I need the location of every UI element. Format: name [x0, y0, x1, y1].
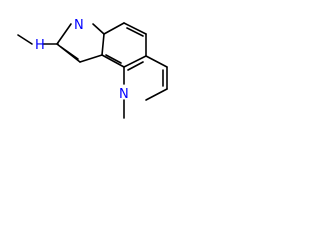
bond-c7-c6 — [123, 22, 147, 35]
bond-c3-c2-inner — [60, 46, 79, 60]
bond-c9a-c5-inner — [127, 61, 144, 71]
bonds — [17, 22, 168, 119]
bond-c9a-c3a-inner — [105, 54, 122, 64]
bond-c7a-c7 — [103, 22, 125, 35]
bond-c7-c6-inner — [126, 27, 144, 37]
bond-c3a-c3 — [79, 54, 103, 63]
pyridine-nitrogen-label: N — [119, 87, 129, 102]
molecule-svg: N H N — [17, 18, 168, 119]
bond-c5-c9a — [123, 55, 147, 68]
bond-c2-n1 — [56, 23, 72, 45]
bond-methyl-amine — [17, 34, 33, 45]
atom-labels: N H N — [35, 18, 129, 102]
bond-c3p-c2p — [145, 88, 168, 101]
amine-label: H — [35, 38, 45, 53]
bond-c5-c4 — [145, 55, 168, 68]
ring-nitrogen-label: N — [74, 18, 84, 33]
bond-c7a-c3a — [101, 33, 105, 56]
structure-diagram: N H N — [0, 0, 194, 125]
bond-n1-c7a — [92, 23, 105, 35]
bond-c9a-c3a — [101, 54, 125, 68]
